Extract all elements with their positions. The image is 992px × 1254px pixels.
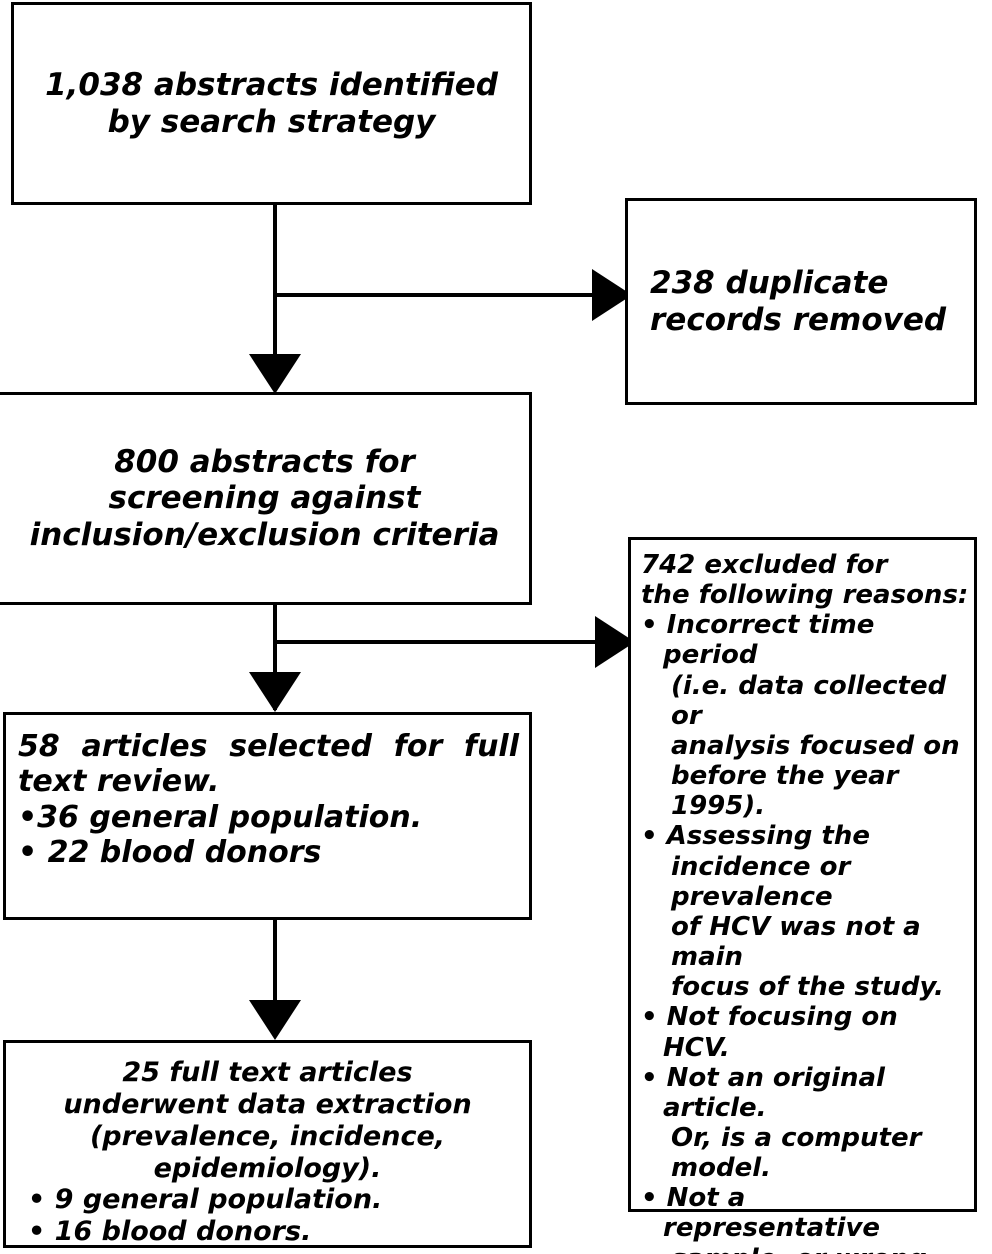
node-abstracts-identified-line1: 1,038 abstracts identified [45, 66, 498, 103]
node-excluded-reason-2: analysis focused on [671, 730, 960, 761]
node-excluded-reason-8: • Not focusing on HCV. [641, 1002, 898, 1063]
node-excluded-reason-6: of HCV was not a main [671, 911, 921, 973]
connector-screening-to-fulltext [273, 605, 277, 710]
node-fulltext-line2: text review. [18, 764, 220, 800]
node-extraction-line2: underwent data extraction [63, 1088, 472, 1120]
node-extraction-line1: 25 full text articles [122, 1057, 413, 1088]
node-excluded-reason-10: Or, is a computer model. [671, 1122, 922, 1184]
connector-identified-to-screening [273, 205, 277, 360]
node-extraction-line4: • 9 general population. [28, 1184, 383, 1216]
node-excluded-reason-11: • Not a representative [641, 1183, 881, 1244]
arrow-down-icon-fulltext [249, 672, 301, 712]
node-articles-full-text-review: 58 articles selected for full text revie… [3, 712, 532, 920]
node-excluded-reason-12: sample, or wrong [641, 1244, 970, 1254]
node-screening-line1: 800 abstracts for [114, 443, 415, 480]
arrow-down-icon-screening [249, 354, 301, 394]
node-fulltext-line3: •36 general population. [18, 799, 423, 835]
connector-fulltext-to-extraction [273, 920, 277, 1005]
node-excluded-reasons: 742 excluded for the following reasons: … [628, 537, 977, 1254]
node-fulltext-line4: • 22 blood donors [18, 835, 322, 871]
node-screening-line2: screening against [108, 480, 421, 517]
node-extraction-line3: (prevalence, incidence, epidemiology). [89, 1120, 446, 1184]
node-data-extraction: 25 full text articles underwent data ext… [3, 1040, 532, 1248]
node-abstracts-identified: 1,038 abstracts identified by search str… [11, 2, 532, 205]
arrow-down-icon-extraction [249, 1000, 301, 1040]
node-duplicates-line2: records removed [650, 301, 947, 338]
node-excluded-reason-7: focus of the study. [671, 972, 944, 1003]
node-abstracts-identified-line2: by search strategy [107, 103, 436, 140]
node-excluded-reason-3: before the year 1995). [671, 761, 899, 822]
connector-branch-to-excluded [273, 640, 598, 644]
node-duplicates-line1: 238 duplicate [650, 264, 889, 301]
node-excluded-reason-0: • Incorrect time period [641, 610, 875, 671]
node-excluded-reason-5: incidence or prevalence [671, 851, 851, 912]
node-excluded-reason-4: • Assessing the [641, 821, 870, 852]
node-screening-line3: inclusion/exclusion criteria [29, 516, 500, 553]
node-abstracts-screening: 800 abstracts for screening against incl… [0, 392, 532, 605]
connector-branch-to-duplicates [273, 293, 595, 297]
node-excluded-reason-9: • Not an original article. [641, 1062, 885, 1123]
node-duplicate-records-removed: 238 duplicate records removed [625, 198, 977, 405]
node-excluded-reason-1: (i.e. data collected or [671, 670, 947, 731]
node-fulltext-line1: 58 articles selected for full [18, 729, 519, 764]
node-extraction-line5: • 16 blood donors. [28, 1216, 312, 1248]
node-excluded-heading2: the following reasons: [641, 580, 969, 611]
node-excluded-heading1: 742 excluded for [641, 550, 888, 580]
